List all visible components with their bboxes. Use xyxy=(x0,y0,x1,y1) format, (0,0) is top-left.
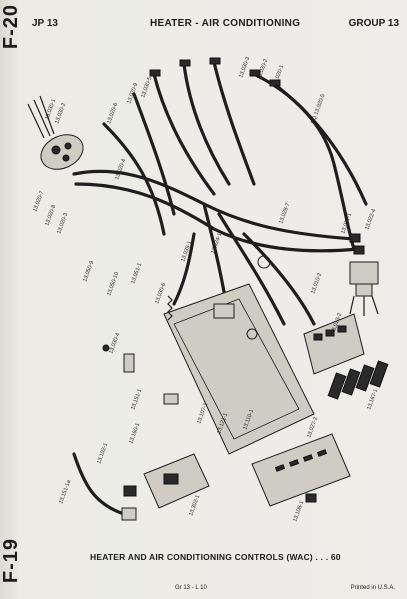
figure-caption: HEATER AND AIR CONDITIONING CONTROLS (WA… xyxy=(90,552,341,562)
control-panel-assembly xyxy=(163,283,365,455)
control-knobs xyxy=(327,360,389,400)
part-label: 13,030-3 xyxy=(238,56,251,78)
footer-page-ref: Gr 13 - L 10 xyxy=(175,585,207,591)
part-label: 13,160-1 xyxy=(128,422,141,444)
part-label: 13,051-1 xyxy=(130,262,143,284)
part-label: 13,020-3 xyxy=(56,212,69,234)
part-label: 13,027-2 xyxy=(306,416,319,438)
part-label: 13,020-8 xyxy=(44,204,57,226)
part-label: 13,010-2 xyxy=(310,272,323,294)
part-label: 13,020-4 xyxy=(114,158,127,180)
control-bezel xyxy=(251,433,351,507)
resistor-block xyxy=(143,453,210,509)
blower-switch xyxy=(349,261,379,316)
small-hardware xyxy=(102,255,317,503)
part-label: 13,302-1 xyxy=(188,494,201,516)
part-label: 13,030-6 xyxy=(154,282,167,304)
exploded-parts-diagram: 13,030-1 13,030-2 13,020-7 13,020-8 13,0… xyxy=(27,56,389,523)
part-label: 13,037-1 xyxy=(340,212,353,234)
wire-pigtail xyxy=(72,452,137,521)
part-label: 13,050-10 xyxy=(106,271,120,296)
part-label: 13,030-4 xyxy=(108,332,121,354)
part-label: 13,108-1 xyxy=(292,500,305,522)
header-title: HEATER - AIR CONDITIONING xyxy=(150,18,301,29)
part-label: 13,020-2 xyxy=(256,58,269,80)
part-label: 13,050-9 xyxy=(82,260,95,282)
header-group: GROUP 13 xyxy=(348,18,399,29)
part-label: 13,022-4 xyxy=(364,208,377,230)
part-label: 13,151-1 xyxy=(130,388,143,410)
part-label: 13,167-1 xyxy=(366,388,379,410)
part-label: 13,030-2 xyxy=(54,102,67,124)
part-label: 13,028-7 xyxy=(278,202,291,224)
part-label: 13,107-1 xyxy=(196,402,209,424)
footer-printed: Printed in U.S.A. xyxy=(350,585,395,591)
part-label: 13,151-1a xyxy=(58,478,72,504)
wiring-harness xyxy=(72,60,368,326)
part-label: 13,020-1 xyxy=(272,64,285,86)
harness-connectors xyxy=(149,57,365,255)
header-code: JP 13 xyxy=(32,18,58,29)
part-label: 13,020-7 xyxy=(32,190,45,212)
part-label: 13,102-1 xyxy=(96,442,109,464)
fan-connector xyxy=(27,95,84,170)
part-label: PQ 13,020-5 xyxy=(310,93,326,124)
part-label: 13,030-5 xyxy=(140,76,153,98)
part-label: 13,020-6 xyxy=(106,102,119,124)
